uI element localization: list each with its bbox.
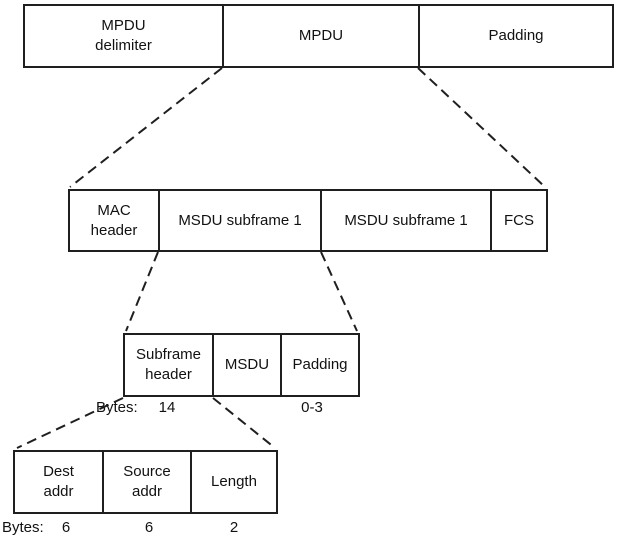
connector-msdu-subframe-expand-left: [125, 251, 159, 332]
connector-msdu-subframe-expand-right: [320, 251, 358, 332]
box-subframe-header-label: Subframe header: [135, 346, 202, 383]
box-mac-header: MAC header: [68, 189, 160, 252]
box-mpdu-delimiter: MPDU delimiter: [23, 4, 224, 68]
connector-mpdu-expand-left: [69, 67, 223, 188]
box-length: Length: [190, 450, 278, 514]
box-msdu-subframe-2: MSDU subframe 1: [320, 189, 492, 252]
box-source-addr: Source addr: [102, 450, 192, 514]
box-source-addr-label: Source addr: [123, 463, 171, 500]
box-mpdu-label: MPDU: [298, 27, 344, 44]
bytes-value-subframe-padding: 0-3: [301, 399, 323, 416]
box-padding: Padding: [418, 4, 614, 68]
box-padding-label: Padding: [488, 27, 544, 44]
box-mpdu: MPDU: [222, 4, 420, 68]
box-dest-addr-label: Dest addr: [43, 463, 74, 500]
bytes-value-dest-addr: 6: [61, 519, 71, 536]
connector-mpdu-expand-right: [417, 67, 546, 188]
box-fcs: FCS: [490, 189, 548, 252]
connector-subframe-header-expand-right: [212, 397, 276, 449]
box-dest-addr: Dest addr: [13, 450, 104, 514]
box-msdu-subframe-1-label: MSDU subframe 1: [178, 211, 302, 229]
box-msdu-subframe-1: MSDU subframe 1: [158, 189, 322, 252]
box-mac-header-label: MAC header: [90, 201, 138, 239]
connector-subframe-header-expand-left: [16, 397, 124, 449]
bytes-value-subframe-header: 14: [158, 399, 176, 416]
box-msdu-label: MSDU: [224, 356, 270, 373]
box-fcs-label: FCS: [504, 211, 534, 229]
bytes-value-source-addr: 6: [144, 519, 154, 536]
bytes-prefix-header-row: Bytes:: [2, 519, 44, 536]
box-msdu: MSDU: [212, 333, 282, 397]
box-subframe-header: Subframe header: [123, 333, 214, 397]
bytes-prefix-subframe-row: Bytes:: [96, 399, 138, 416]
box-mpdu-delimiter-label: MPDU delimiter: [95, 17, 152, 54]
box-length-label: Length: [211, 473, 257, 490]
bytes-value-length: 2: [229, 519, 239, 536]
box-subframe-padding: Padding: [280, 333, 360, 397]
box-subframe-padding-label: Padding: [292, 356, 348, 373]
box-msdu-subframe-2-label: MSDU subframe 1: [344, 211, 468, 229]
